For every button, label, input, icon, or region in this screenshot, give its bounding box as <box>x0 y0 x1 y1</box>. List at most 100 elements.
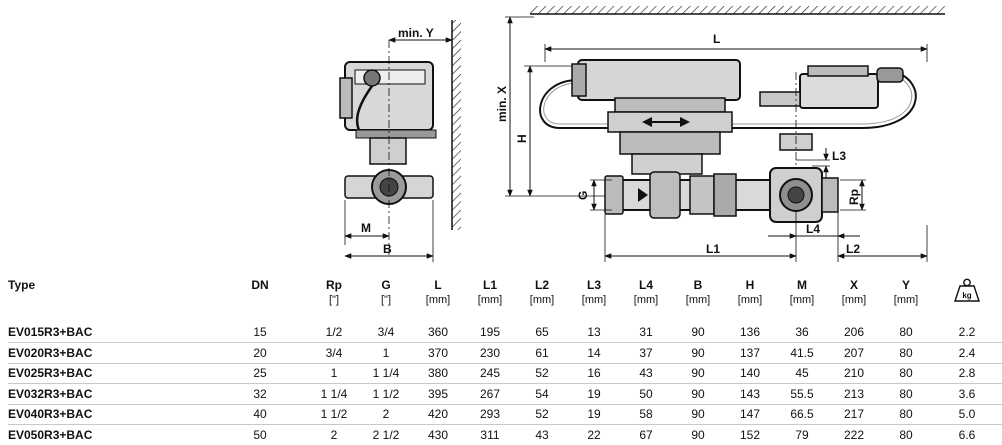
dim-l2-label: L2 <box>846 242 860 256</box>
col-unit: [mm] <box>724 294 776 306</box>
table-cell: 80 <box>880 425 932 445</box>
table-cell: 420 <box>412 404 464 425</box>
table-cell: 5.0 <box>932 404 1002 425</box>
main-actuator <box>578 60 740 100</box>
col-label: Y <box>902 278 910 292</box>
front-view: L min. X H <box>495 6 945 262</box>
col-label: L3 <box>587 278 601 292</box>
col-l4: L4[mm] <box>620 270 672 322</box>
table-cell: 136 <box>724 322 776 343</box>
table-cell: 6.6 <box>932 425 1002 445</box>
table-cell: 147 <box>724 404 776 425</box>
col-unit: [mm] <box>568 294 620 306</box>
dim-l3-label: L3 <box>832 149 846 163</box>
table-cell: 19 <box>568 384 620 405</box>
table-cell: EV050R3+BAC <box>8 425 212 445</box>
dim-min-x-label: min. X <box>495 86 509 122</box>
table-cell: EV020R3+BAC <box>8 343 212 364</box>
table-cell: 293 <box>464 404 516 425</box>
table-cell: 1 <box>308 363 360 384</box>
col-l: L[mm] <box>412 270 464 322</box>
table-cell: 80 <box>880 404 932 425</box>
table-cell: 80 <box>880 322 932 343</box>
table-cell: 65 <box>516 322 568 343</box>
wall-hatch <box>452 20 461 230</box>
col-label: L1 <box>483 278 497 292</box>
table-cell: 245 <box>464 363 516 384</box>
table-cell: 50 <box>212 425 308 445</box>
col-unit: [mm] <box>516 294 568 306</box>
table-cell: 143 <box>724 384 776 405</box>
table-cell: 311 <box>464 425 516 445</box>
col-l3: L3 [mm] <box>568 270 620 322</box>
col-label: X <box>850 278 858 292</box>
table-cell: 66.5 <box>776 404 828 425</box>
table-cell: 206 <box>828 322 880 343</box>
table-cell: 40 <box>212 404 308 425</box>
table-cell: 230 <box>464 343 516 364</box>
col-unit: [mm] <box>672 294 724 306</box>
table-cell: 1 1/2 <box>360 384 412 405</box>
table-cell: 90 <box>672 322 724 343</box>
table-cell: 45 <box>776 363 828 384</box>
table-cell: 16 <box>568 363 620 384</box>
col-label: DN <box>251 278 268 292</box>
weight-icon: kg <box>954 278 980 302</box>
table-cell: 90 <box>672 343 724 364</box>
table-cell: 54 <box>516 384 568 405</box>
table-cell: 90 <box>672 363 724 384</box>
dim-min-y-label: min. Y <box>398 26 434 40</box>
table-cell: 2.2 <box>932 322 1002 343</box>
table-cell: 31 <box>620 322 672 343</box>
table-cell: 90 <box>672 404 724 425</box>
table-cell: 90 <box>672 384 724 405</box>
col-x: X[mm] <box>828 270 880 322</box>
table-cell: 430 <box>412 425 464 445</box>
col-type: Type <box>8 270 212 322</box>
table-header-row: Type DN Rp["] G["] L[mm] L1[mm] L2[mm] L… <box>8 270 1002 322</box>
table-cell: EV025R3+BAC <box>8 363 212 384</box>
col-h: H[mm] <box>724 270 776 322</box>
table-cell: 1 1/4 <box>308 384 360 405</box>
dim-l-label: L <box>713 32 720 46</box>
table-cell: 22 <box>568 425 620 445</box>
table-cell: 152 <box>724 425 776 445</box>
col-l1: L1[mm] <box>464 270 516 322</box>
table-cell: EV040R3+BAC <box>8 404 212 425</box>
table-cell: 61 <box>516 343 568 364</box>
table-cell: 2 <box>308 425 360 445</box>
table-cell: 80 <box>880 343 932 364</box>
table-cell: 79 <box>776 425 828 445</box>
side-view: min. Y M B <box>340 20 461 262</box>
table-cell: 210 <box>828 363 880 384</box>
table-cell: 370 <box>412 343 464 364</box>
table-cell: 1 <box>360 343 412 364</box>
table-cell: 3/4 <box>308 343 360 364</box>
table-cell: 32 <box>212 384 308 405</box>
col-unit: ["] <box>360 294 412 306</box>
table-cell: 90 <box>672 425 724 445</box>
table-cell: 1 1/2 <box>308 404 360 425</box>
dim-g-label: G <box>576 191 590 200</box>
table-cell: 267 <box>464 384 516 405</box>
col-label: L4 <box>639 278 653 292</box>
col-unit: [mm] <box>412 294 464 306</box>
table-cell: 360 <box>412 322 464 343</box>
table-cell: 213 <box>828 384 880 405</box>
table-cell: 380 <box>412 363 464 384</box>
table-cell: 43 <box>620 363 672 384</box>
col-unit: ["] <box>308 294 360 306</box>
dim-rp-label: Rp <box>847 189 861 205</box>
table-cell: 1 1/4 <box>360 363 412 384</box>
col-rp: Rp["] <box>308 270 360 322</box>
table-cell: 20 <box>212 343 308 364</box>
dim-b-label: B <box>383 242 392 256</box>
dim-l4-label: L4 <box>806 222 820 236</box>
specification-table: Type DN Rp["] G["] L[mm] L1[mm] L2[mm] L… <box>8 270 1002 445</box>
table-cell: 3.6 <box>932 384 1002 405</box>
table-cell: 207 <box>828 343 880 364</box>
table-cell: 15 <box>212 322 308 343</box>
